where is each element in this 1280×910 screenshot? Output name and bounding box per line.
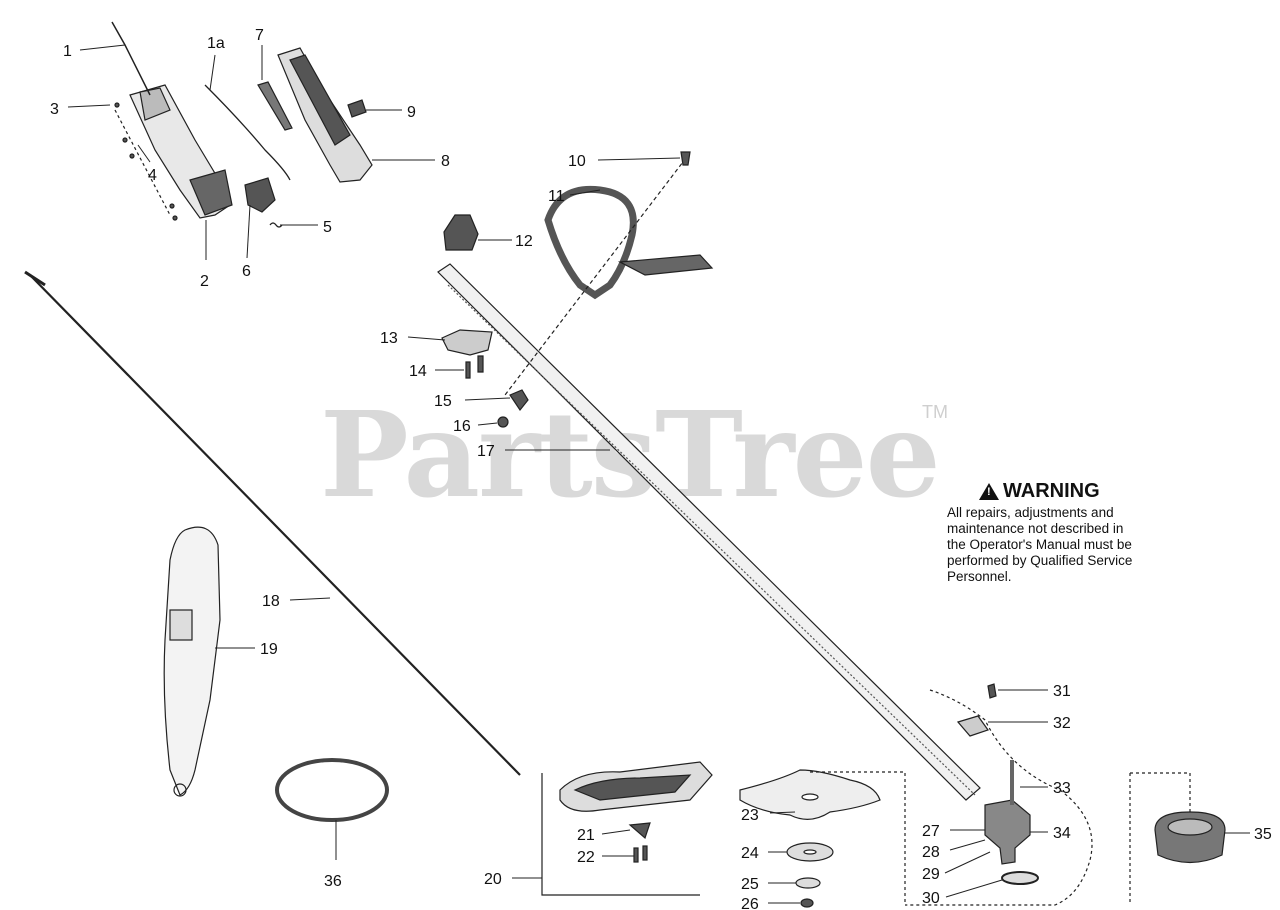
- callout-2: 2: [200, 273, 209, 290]
- watermark-trademark: TM: [922, 402, 948, 422]
- callout-28: 28: [922, 844, 940, 861]
- callout-25: 25: [741, 876, 759, 893]
- callout-11: 11: [548, 188, 565, 205]
- warning-line: maintenance not described in: [947, 521, 1124, 536]
- shaft-tube-part: [437, 263, 981, 801]
- callout-34: 34: [1053, 825, 1071, 842]
- callout-32: 32: [1053, 715, 1071, 732]
- callout-7: 7: [255, 27, 264, 44]
- warning-line: Personnel.: [947, 569, 1012, 584]
- callout-27: 27: [922, 823, 940, 840]
- warning-line: the Operator's Manual must be: [947, 537, 1132, 552]
- callout-12: 12: [515, 233, 533, 250]
- j-handle-part: [544, 185, 637, 300]
- callout-21: 21: [577, 827, 595, 844]
- callout-19: 19: [260, 641, 278, 658]
- harness-strap-part: [163, 526, 221, 796]
- warning-heading: ! WARNING: [979, 480, 1197, 503]
- callout-31: 31: [1053, 683, 1071, 700]
- callout-8: 8: [441, 153, 450, 170]
- gear-head-part: [984, 799, 1031, 865]
- callout-17: 17: [477, 443, 495, 460]
- callout-6: 6: [242, 263, 251, 280]
- callout-22: 22: [577, 849, 595, 866]
- callout-10: 10: [568, 153, 586, 170]
- callout-1: 1: [63, 43, 72, 60]
- callout-33: 33: [1053, 780, 1071, 797]
- callout-9: 9: [407, 104, 416, 121]
- warning-triangle-icon: !: [979, 483, 999, 500]
- callout-29: 29: [922, 866, 940, 883]
- warning-line: All repairs, adjustments and: [947, 505, 1114, 520]
- callout-labels: 1 1a 2 3 4 5 6 7 8 9 10 11 12 13 14 15 1…: [50, 27, 1272, 910]
- callout-13: 13: [380, 330, 398, 347]
- callout-18: 18: [262, 593, 280, 610]
- parts-artwork: [24, 21, 1250, 908]
- callout-20: 20: [484, 871, 502, 888]
- callout-14: 14: [409, 363, 427, 380]
- callout-1a: 1a: [207, 35, 225, 52]
- warning-box: ! WARNING All repairs, adjustments and m…: [947, 480, 1197, 585]
- callout-36: 36: [324, 873, 342, 890]
- callout-15: 15: [434, 393, 452, 410]
- ring-part: [275, 758, 389, 822]
- callout-35: 35: [1254, 826, 1272, 843]
- callout-16: 16: [453, 418, 471, 435]
- callout-23: 23: [741, 807, 759, 824]
- callout-3: 3: [50, 101, 59, 118]
- warning-title: WARNING: [1003, 480, 1100, 502]
- warning-text: All repairs, adjustments and maintenance…: [947, 505, 1197, 585]
- callout-26: 26: [741, 896, 759, 910]
- callout-30: 30: [922, 890, 940, 907]
- callout-4: 4: [148, 167, 157, 184]
- callout-5: 5: [323, 219, 332, 236]
- warning-line: performed by Qualified Service: [947, 553, 1133, 568]
- drive-shaft-part: [29, 274, 521, 776]
- callout-24: 24: [741, 845, 759, 862]
